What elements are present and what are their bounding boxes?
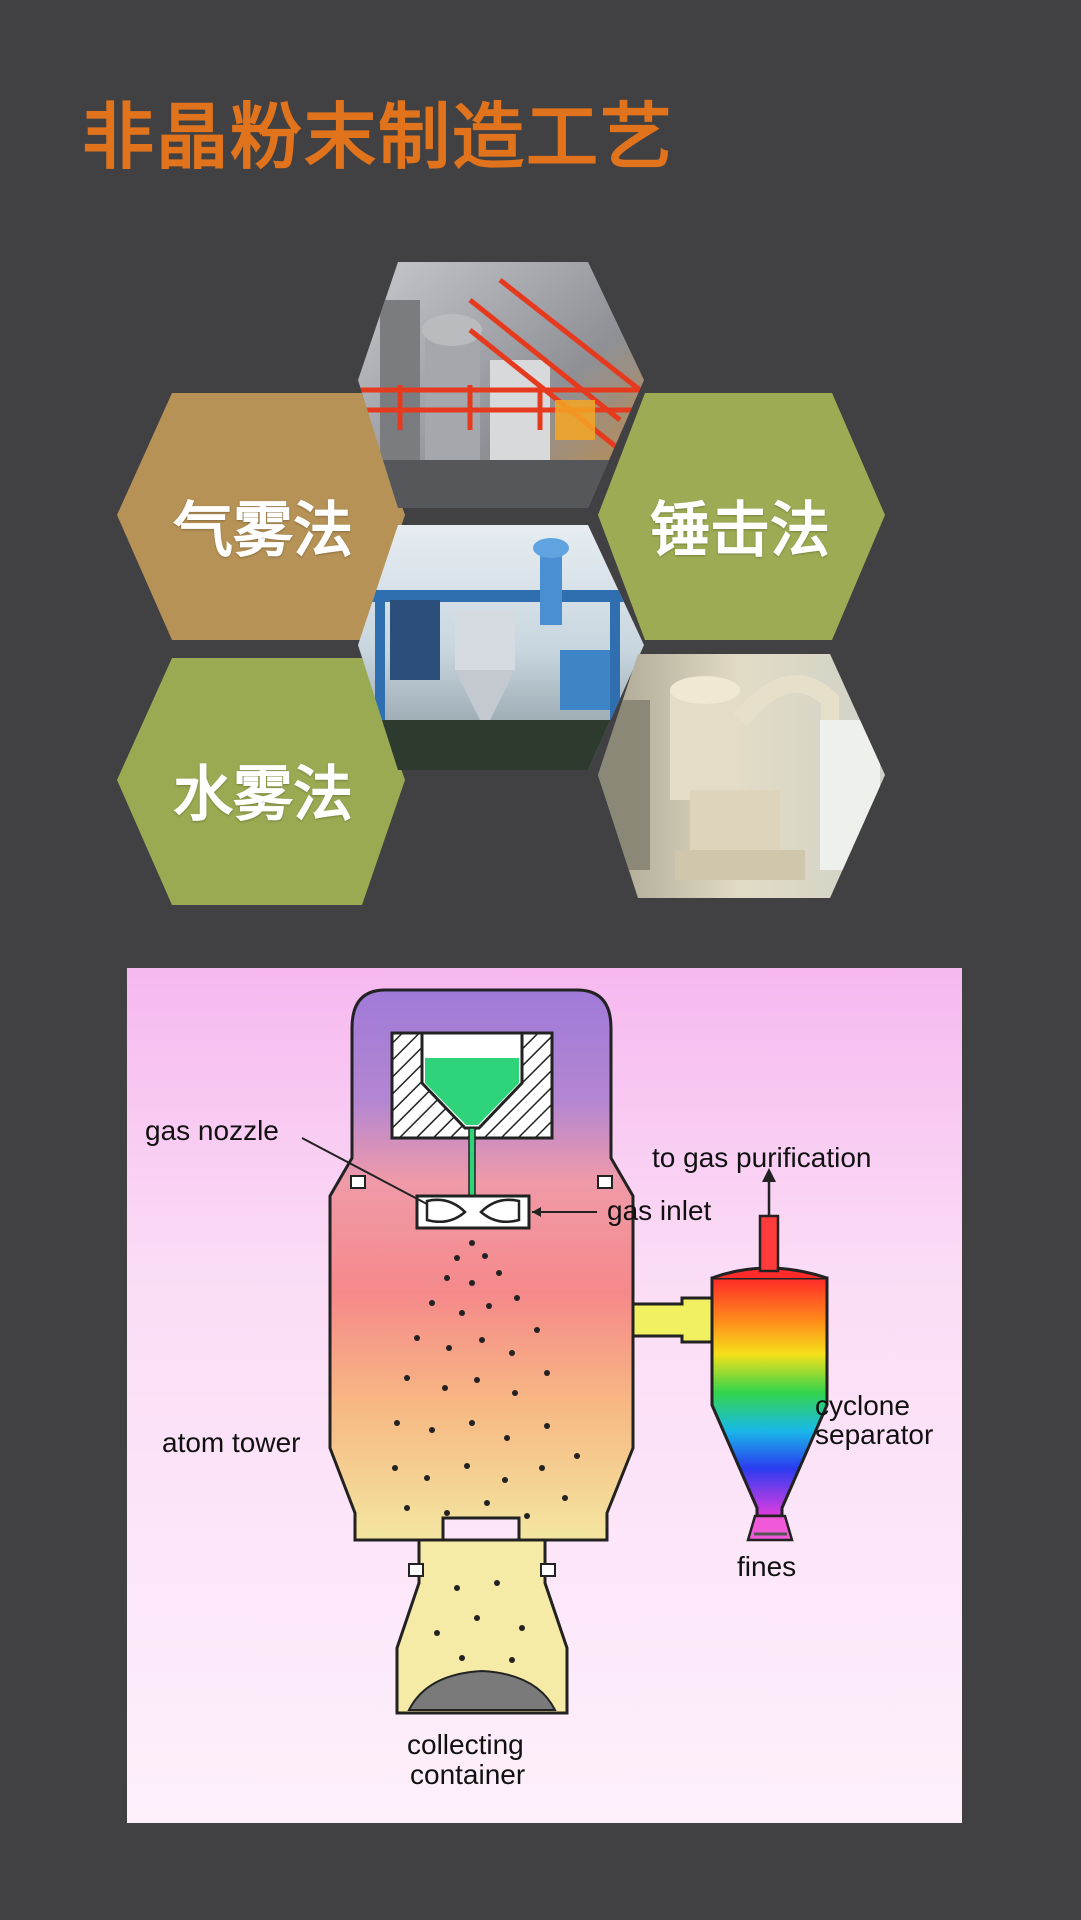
label-gas-purification: to gas purification: [652, 1142, 872, 1173]
fines-outlet: [746, 1514, 794, 1542]
gas-atomization-diagram: gas nozzle to gas purification gas inlet…: [127, 968, 962, 1823]
method-label-gas-atomization: 气雾法: [173, 496, 353, 566]
powder-production-line-photo: [358, 525, 644, 770]
label-gas-nozzle: gas nozzle: [145, 1115, 279, 1146]
grinding-mill-photo: [598, 654, 885, 898]
collecting-funnel: [395, 1538, 569, 1715]
label-cyclone: cyclone: [815, 1390, 910, 1421]
powder-droplets: [392, 1240, 580, 1663]
hexagon-svg: [117, 262, 885, 905]
diagram-svg: [127, 968, 962, 1823]
label-fines: fines: [737, 1551, 797, 1582]
gas-atomization-plant-photo: [358, 262, 644, 508]
hex-hammer-method: [598, 393, 885, 640]
method-label-hammer: 锤击法: [650, 496, 830, 566]
label-atom-tower: atom tower: [162, 1427, 301, 1458]
hex-gas-atomization: [117, 393, 405, 640]
page-title: 非晶粉末制造工艺: [82, 95, 675, 179]
molten-metal: [425, 1058, 519, 1125]
method-hexagon-grid: 气雾法 锤击法 水雾法: [0, 0, 1081, 920]
side-pipe: [631, 1296, 714, 1344]
collected-powder: [407, 1669, 557, 1711]
hex-water-atomization: [117, 658, 405, 905]
label-gas-inlet: gas inlet: [607, 1195, 712, 1226]
method-label-water-atomization: 水雾法: [173, 760, 353, 830]
label-container: container: [410, 1759, 526, 1790]
label-collecting: collecting: [407, 1729, 524, 1760]
label-separator: separator: [815, 1419, 934, 1450]
